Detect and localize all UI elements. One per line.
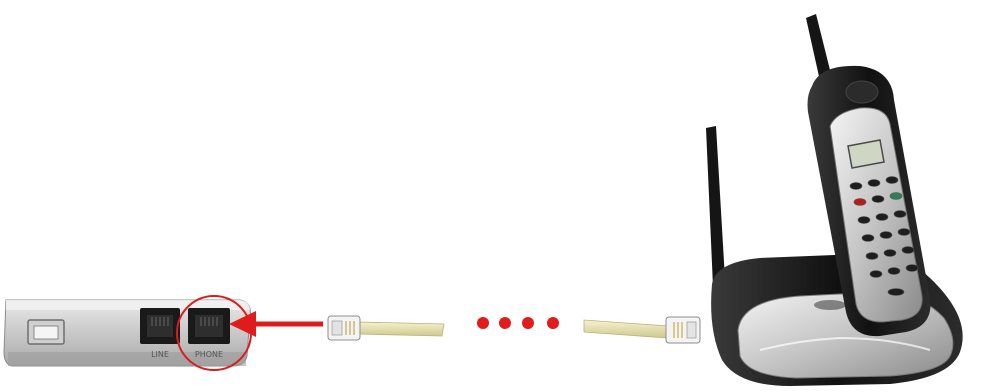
usb-port-icon (28, 320, 64, 344)
adapter-device: LINE PHONE (4, 296, 251, 370)
continuation-dots (477, 317, 559, 329)
rj11-plug-icon (666, 317, 700, 343)
left-cable (328, 316, 444, 340)
line-port-label: LINE (151, 350, 169, 359)
rj11-plug-icon (328, 316, 360, 340)
right-cable (584, 317, 700, 343)
cordless-phone-icon (706, 14, 963, 386)
phone-port-label: PHONE (195, 350, 223, 359)
